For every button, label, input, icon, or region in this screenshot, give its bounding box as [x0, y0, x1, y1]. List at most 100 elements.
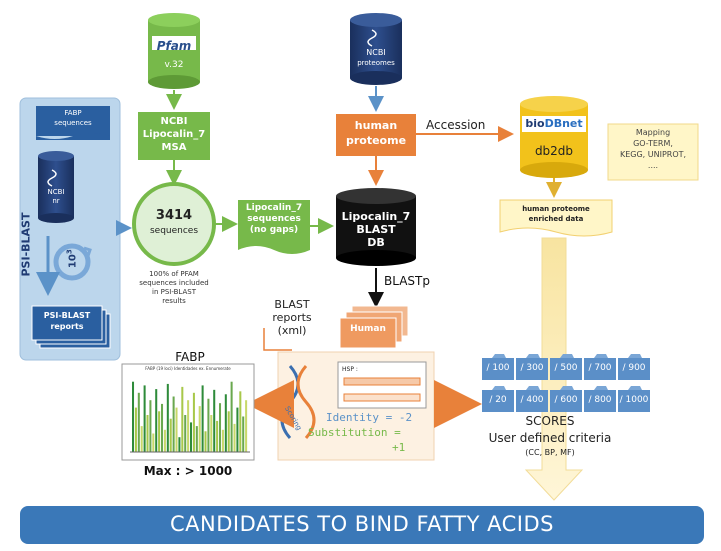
hsp-title: HSP :	[342, 366, 358, 373]
blast-db-line2: BLAST	[356, 223, 396, 236]
biodbnet-brand: bioDBnet	[522, 117, 586, 130]
blast-db-line1: Lipocalin_7	[341, 210, 411, 223]
note-line1: 100% of PFAM	[149, 270, 199, 278]
scores-title: SCORES	[525, 414, 575, 428]
no-gaps-doc	[238, 200, 310, 254]
folder-tab	[482, 386, 506, 390]
chart-bar	[137, 392, 140, 452]
score-folder-label: / 20	[489, 395, 507, 405]
chart-bar	[149, 400, 152, 452]
sequences-count: 3414	[155, 208, 193, 223]
msa-line2: Lipocalin_7	[142, 129, 206, 140]
iterations-label: 103	[65, 243, 78, 275]
cycle-icon	[53, 243, 92, 281]
chart-bar	[219, 403, 222, 452]
chart-bar	[192, 392, 195, 452]
chart-bar	[210, 415, 213, 452]
pfam-version: v.32	[164, 60, 184, 70]
human-proteome-box	[336, 114, 416, 156]
folder-icon	[516, 390, 548, 412]
folder-icon	[482, 390, 514, 412]
human-proteome-text: human proteome	[336, 118, 416, 148]
chart-bar	[221, 429, 224, 452]
fabp-doc-line2: sequences	[54, 119, 92, 127]
blast-reports-line3: (xml)	[277, 324, 307, 337]
score-folder-label: / 800	[588, 395, 612, 405]
score-folder-label: / 300	[520, 363, 544, 373]
chart-bar	[163, 429, 166, 452]
enriched-text: human proteome enriched data	[500, 204, 612, 224]
identity-text: Identity = -2	[326, 411, 413, 424]
no-gaps-line3: (no gaps)	[249, 225, 299, 235]
enriched-line2: enriched data	[528, 215, 584, 223]
blast-db	[336, 188, 416, 266]
blast-reports-line2: reports	[272, 311, 312, 324]
note-line2: sequences included	[139, 279, 209, 287]
msa-line3: MSA	[161, 142, 187, 153]
substitution-value: +1	[392, 441, 406, 454]
folder-tab	[584, 354, 608, 358]
iterations-base: 10	[67, 254, 79, 269]
fabp-chart-title: FABP	[175, 350, 205, 364]
chart-bar	[227, 411, 230, 452]
psi-blast-side-label: PSI-BLAST	[19, 212, 33, 277]
no-gaps-text: Lipocalin_7 sequences (no gaps)	[238, 203, 310, 236]
score-folder-label: / 600	[554, 395, 578, 405]
chart-bar	[134, 407, 137, 452]
ncbi-proteomes-label: proteomes	[357, 59, 395, 67]
chart-bar	[140, 426, 143, 452]
folder-icon	[550, 358, 582, 380]
human-docs-label: Human	[350, 324, 386, 334]
mapping-line1: Mapping	[635, 128, 671, 137]
folder-icon	[516, 358, 548, 380]
ncbi-proteomes-db	[350, 13, 402, 85]
enriched-doc	[499, 199, 613, 237]
folder-icon	[550, 390, 582, 412]
folder-tab	[516, 354, 540, 358]
hsp-window	[337, 361, 427, 409]
mapping-line2: GO-TERM,	[633, 139, 673, 148]
folder-icon	[618, 358, 650, 380]
chart-bar	[155, 389, 158, 452]
chart-bar	[245, 400, 248, 452]
biodbnet-brand-bio: bio	[525, 117, 545, 130]
chart-bar	[175, 407, 178, 452]
sequences-label: sequences	[149, 226, 199, 236]
score-folder-label: / 1000	[619, 395, 649, 405]
folder-tab	[584, 386, 608, 390]
banner-text: CANDIDATES TO BIND FATTY ACIDS	[170, 512, 554, 536]
folder-tab	[618, 386, 642, 390]
chart-bar	[242, 416, 245, 452]
chart-bar	[143, 385, 146, 452]
chart-bar	[169, 418, 172, 452]
folder-tab	[618, 354, 642, 358]
folder-icon	[618, 390, 650, 412]
fabp-sequences-doc	[36, 106, 110, 140]
score-folder-label: / 500	[554, 363, 578, 373]
psi-reports-line2: reports	[50, 322, 84, 331]
chart-bar	[158, 411, 161, 452]
pfam-db	[148, 13, 200, 89]
blast-reports-line1: BLAST	[274, 298, 310, 311]
msa-box	[138, 112, 210, 160]
blast-reports-text: BLAST reports (xml)	[266, 298, 318, 337]
no-gaps-line2: sequences	[247, 214, 301, 224]
note-line3: in PSI-BLAST	[152, 288, 196, 296]
chart-bar	[198, 406, 201, 452]
blast-db-text: Lipocalin_7 BLAST DB	[336, 210, 416, 249]
score-folder-label: / 700	[588, 363, 612, 373]
mapping-line4: ....	[647, 161, 659, 170]
chart-bar	[224, 394, 227, 452]
mapping-box	[607, 123, 699, 181]
folder-icon	[482, 358, 514, 380]
ncbi-nr-db	[38, 151, 74, 223]
no-gaps-line1: Lipocalin_7	[245, 203, 303, 213]
folder-tab	[482, 354, 506, 358]
human-proteome-line1: human	[354, 119, 398, 132]
sequences-note: 100% of PFAM sequences included in PSI-B…	[114, 270, 234, 306]
blast-db-line3: DB	[367, 236, 385, 249]
blastp-label: BLASTp	[384, 274, 430, 288]
chart-bar	[201, 385, 204, 452]
chart-bar	[230, 381, 233, 452]
chart-bar	[236, 407, 239, 452]
